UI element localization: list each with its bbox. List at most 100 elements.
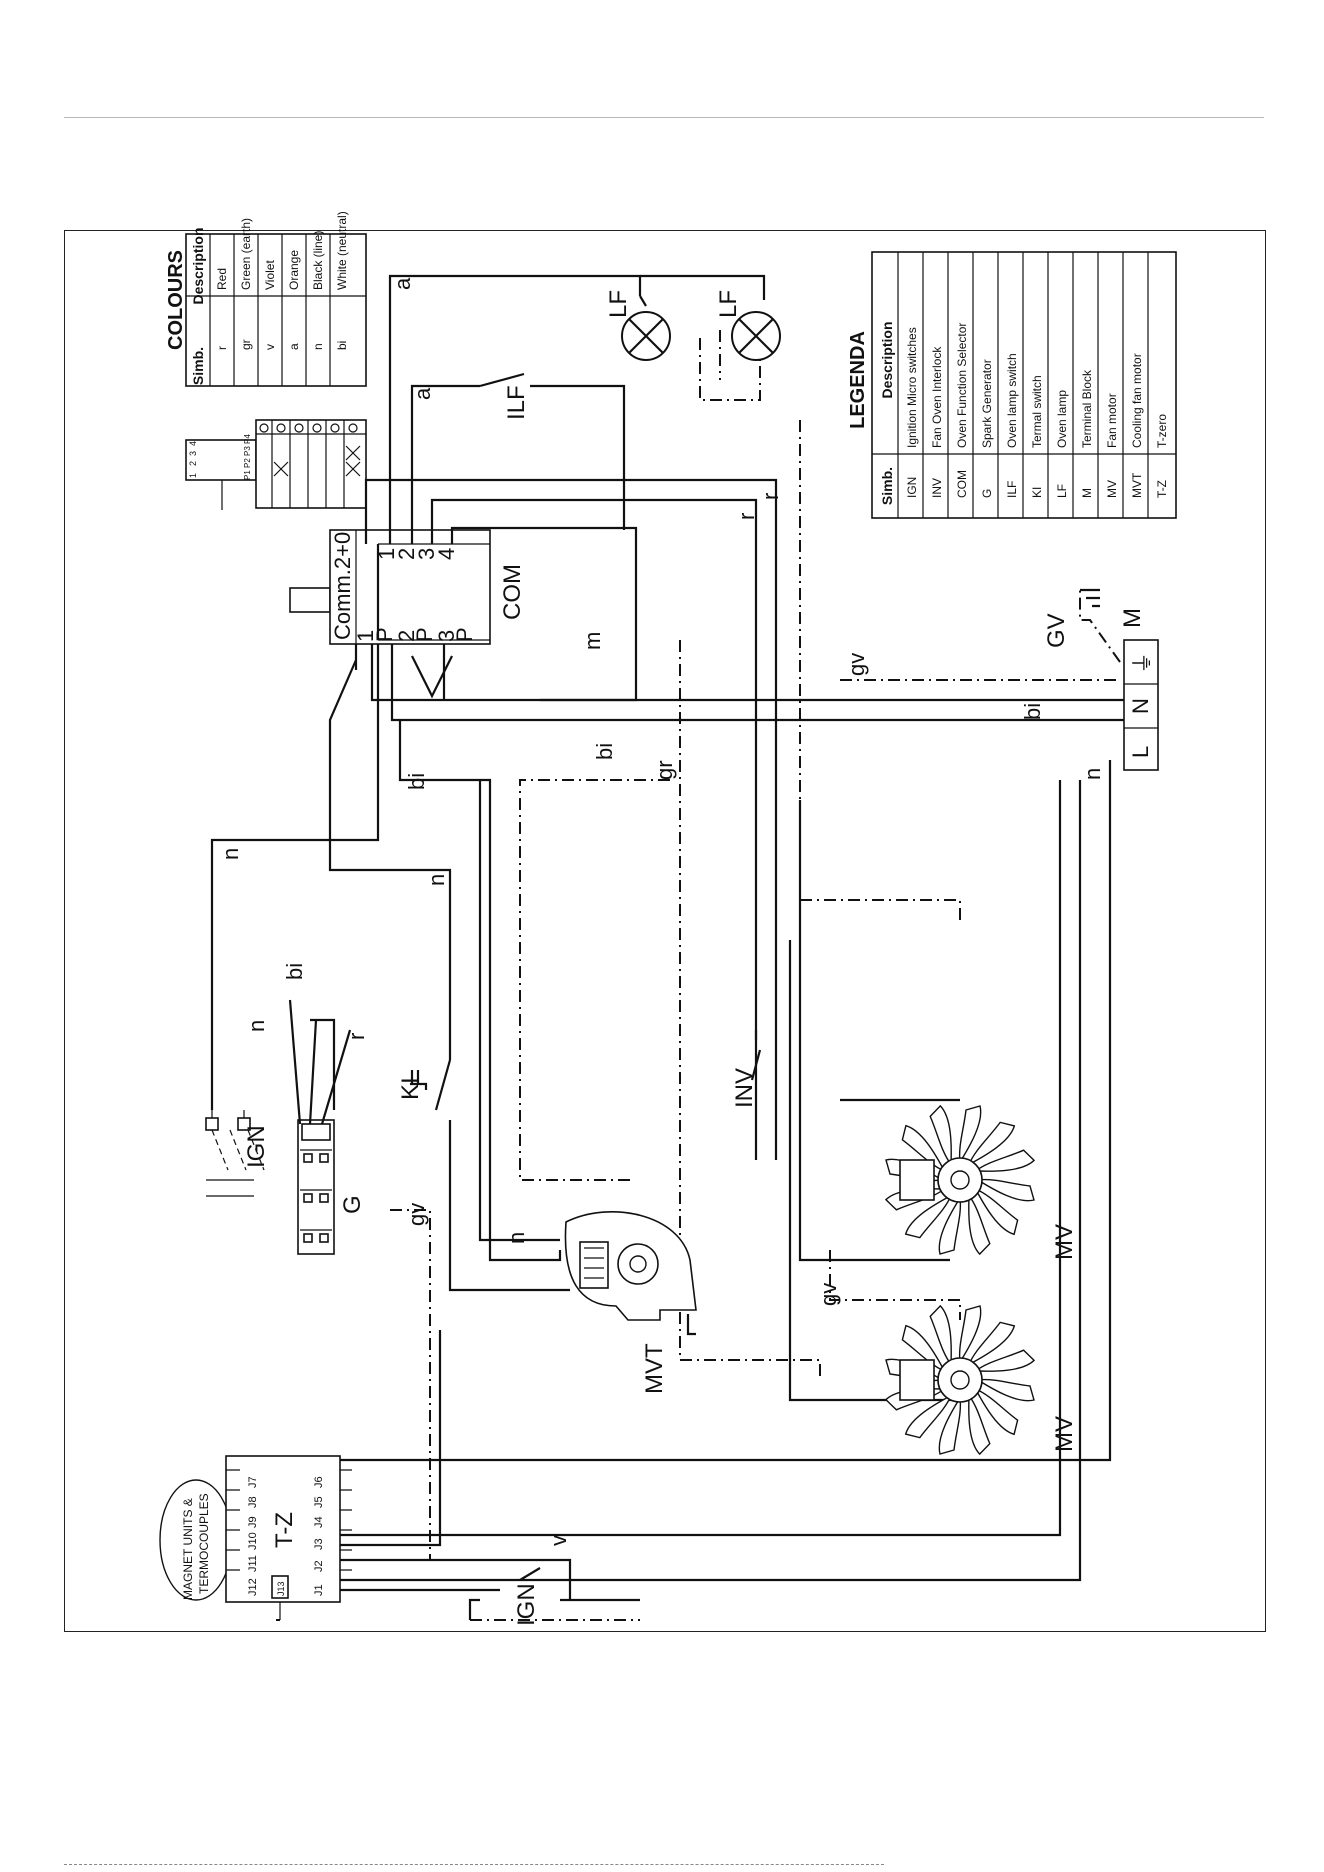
wire-label-n: n bbox=[424, 874, 449, 886]
colours-header-simb: Simb. bbox=[190, 347, 206, 385]
terminal-label-m: M bbox=[1119, 608, 1146, 628]
com-pin-right-3: 3 bbox=[414, 548, 439, 560]
tz-pin-j8: J8 bbox=[247, 1496, 259, 1508]
wire-label-bi: bi bbox=[404, 773, 429, 790]
oven-lamp-2: LF bbox=[715, 290, 781, 361]
tz-module: MAGNET UNITS & TERMOCOUPLES J12 J11 J10 … bbox=[159, 1455, 540, 1626]
thermal-switch: KI bbox=[397, 1070, 428, 1100]
legend-row-desc: Termal switch bbox=[1030, 375, 1044, 448]
mv-label: MV bbox=[1051, 1416, 1078, 1452]
legend-row-desc: Oven lamp switch bbox=[1005, 353, 1019, 448]
wire-label-n: n bbox=[1080, 768, 1105, 780]
colours-row-simb: a bbox=[287, 343, 301, 350]
colours-row-desc: Black (line) bbox=[311, 231, 325, 290]
wire-label-r: r bbox=[344, 1033, 369, 1040]
colours-row-simb: bi bbox=[335, 341, 349, 350]
wire-label-bi: bi bbox=[592, 743, 617, 760]
legend-row-simb: MV bbox=[1105, 480, 1119, 498]
legend-row-simb: KI bbox=[1030, 487, 1044, 498]
ign-switches: IGN bbox=[205, 1110, 270, 1197]
wire-label-bi: bi bbox=[282, 963, 307, 980]
legend-row-simb: MVT bbox=[1130, 472, 1144, 498]
ki-label: KI bbox=[397, 1077, 424, 1100]
wire-label-gv: gv bbox=[404, 1203, 429, 1226]
mv-label: MV bbox=[1051, 1224, 1078, 1260]
ign-label: IGN bbox=[513, 1583, 540, 1626]
wire-label-n: n bbox=[218, 848, 243, 860]
legend-header-simb: Simb. bbox=[879, 467, 895, 505]
legend-row-simb: ILF bbox=[1005, 481, 1019, 498]
selector-pin-p2: P2 bbox=[243, 458, 252, 468]
terminal-pin-n: N bbox=[1128, 698, 1153, 714]
header-rule bbox=[64, 117, 1264, 118]
tz-pin-j4: J4 bbox=[313, 1516, 325, 1528]
tz-pin-j7: J7 bbox=[247, 1476, 259, 1488]
legend-header-desc: Description bbox=[879, 321, 895, 398]
legend-row-desc: Ignition Micro switches bbox=[905, 327, 919, 448]
colours-row-desc: Red bbox=[215, 268, 229, 290]
colours-header-desc: Description bbox=[190, 227, 206, 304]
terminal-pin-l: L bbox=[1128, 746, 1153, 758]
colours-row-desc: Violet bbox=[263, 260, 277, 290]
diagram-frame bbox=[64, 230, 1266, 1632]
wire-label-gv: gv bbox=[816, 1283, 841, 1306]
comm-title: Comm.2+0 bbox=[330, 532, 355, 640]
wire-label-r: r bbox=[734, 513, 759, 520]
colours-row-desc: White (neutral) bbox=[335, 211, 349, 290]
selector-pin-p1: P1 bbox=[243, 470, 252, 480]
legend-row-simb: T-Z bbox=[1155, 480, 1169, 498]
com-pin-2: 2 bbox=[394, 630, 419, 642]
tz-pin-j1: J1 bbox=[313, 1584, 325, 1596]
wire-label-m: m bbox=[580, 632, 605, 650]
selector-pin-1: 1 bbox=[188, 473, 198, 478]
fan-motor-2: MV bbox=[884, 1304, 1078, 1456]
selector-pin-2: 2 bbox=[188, 461, 198, 466]
com-selector: Comm.2+0 1 P 2 P 3 P 1 2 3 4 COM bbox=[289, 529, 526, 645]
ign-label: IGN bbox=[243, 1125, 270, 1168]
terminal-block: L N ⏚ M GV bbox=[1043, 588, 1159, 771]
selector-schematic: 1 2 3 4 P1 P2 P3 P4 bbox=[185, 419, 367, 510]
legend-row-desc: Spark Generator bbox=[980, 359, 994, 448]
com-pin-p: P bbox=[412, 627, 437, 642]
legend-row-simb: INV bbox=[930, 478, 944, 498]
com-pin-right-4: 4 bbox=[434, 548, 459, 560]
wire-label-n: n bbox=[504, 1232, 529, 1244]
fan-motor-1: MV bbox=[884, 1104, 1078, 1260]
colours-table: COLOURS Simb. Description r Red gr Green… bbox=[165, 211, 367, 387]
wire-label-n: n bbox=[244, 1020, 269, 1032]
com-pin-1: 1 bbox=[353, 630, 378, 642]
com-pin-p: P bbox=[452, 627, 477, 642]
tz-pin-j6: J6 bbox=[313, 1476, 325, 1488]
selector-pin-p4: P4 bbox=[243, 434, 252, 444]
selector-pin-p3: P3 bbox=[243, 446, 252, 456]
com-pin-p: P bbox=[372, 627, 397, 642]
legend-row-simb: COM bbox=[955, 470, 969, 498]
legend-row-simb: LF bbox=[1055, 484, 1069, 498]
selector-pin-3: 3 bbox=[188, 451, 198, 456]
inv-label: INV bbox=[731, 1068, 758, 1108]
tz-pin-j5: J5 bbox=[313, 1496, 325, 1508]
tz-pin-j10: J10 bbox=[247, 1532, 259, 1550]
legend-title: LEGENDA bbox=[847, 331, 869, 429]
cooling-fan-motor: MVT bbox=[564, 1211, 697, 1394]
wire-label-bi: bi bbox=[1020, 703, 1045, 720]
terminal-pin-earth: ⏚ bbox=[1130, 652, 1155, 674]
spark-generator: G bbox=[288, 999, 366, 1255]
legend-row-desc: Fan motor bbox=[1105, 393, 1119, 448]
wire-label-r: r bbox=[758, 493, 783, 500]
tz-pin-j12: J12 bbox=[247, 1578, 259, 1596]
legend-row-desc: Oven Function Selector bbox=[955, 323, 969, 448]
tz-pin-j3: J3 bbox=[313, 1538, 325, 1550]
mvt-label: MVT bbox=[641, 1343, 668, 1394]
colours-row-desc: Green (earth) bbox=[239, 218, 253, 290]
wire-label-v: v bbox=[546, 1535, 571, 1546]
colours-row-simb: r bbox=[215, 346, 229, 350]
footer-rule bbox=[64, 1864, 884, 1865]
selector-pin-4: 4 bbox=[188, 441, 198, 446]
colours-row-desc: Orange bbox=[287, 250, 301, 290]
tz-pin-j9: J9 bbox=[247, 1516, 259, 1528]
legend-row-desc: Oven lamp bbox=[1055, 390, 1069, 448]
wire-label-a: a bbox=[390, 277, 415, 290]
legend-row-simb: M bbox=[1080, 488, 1094, 498]
